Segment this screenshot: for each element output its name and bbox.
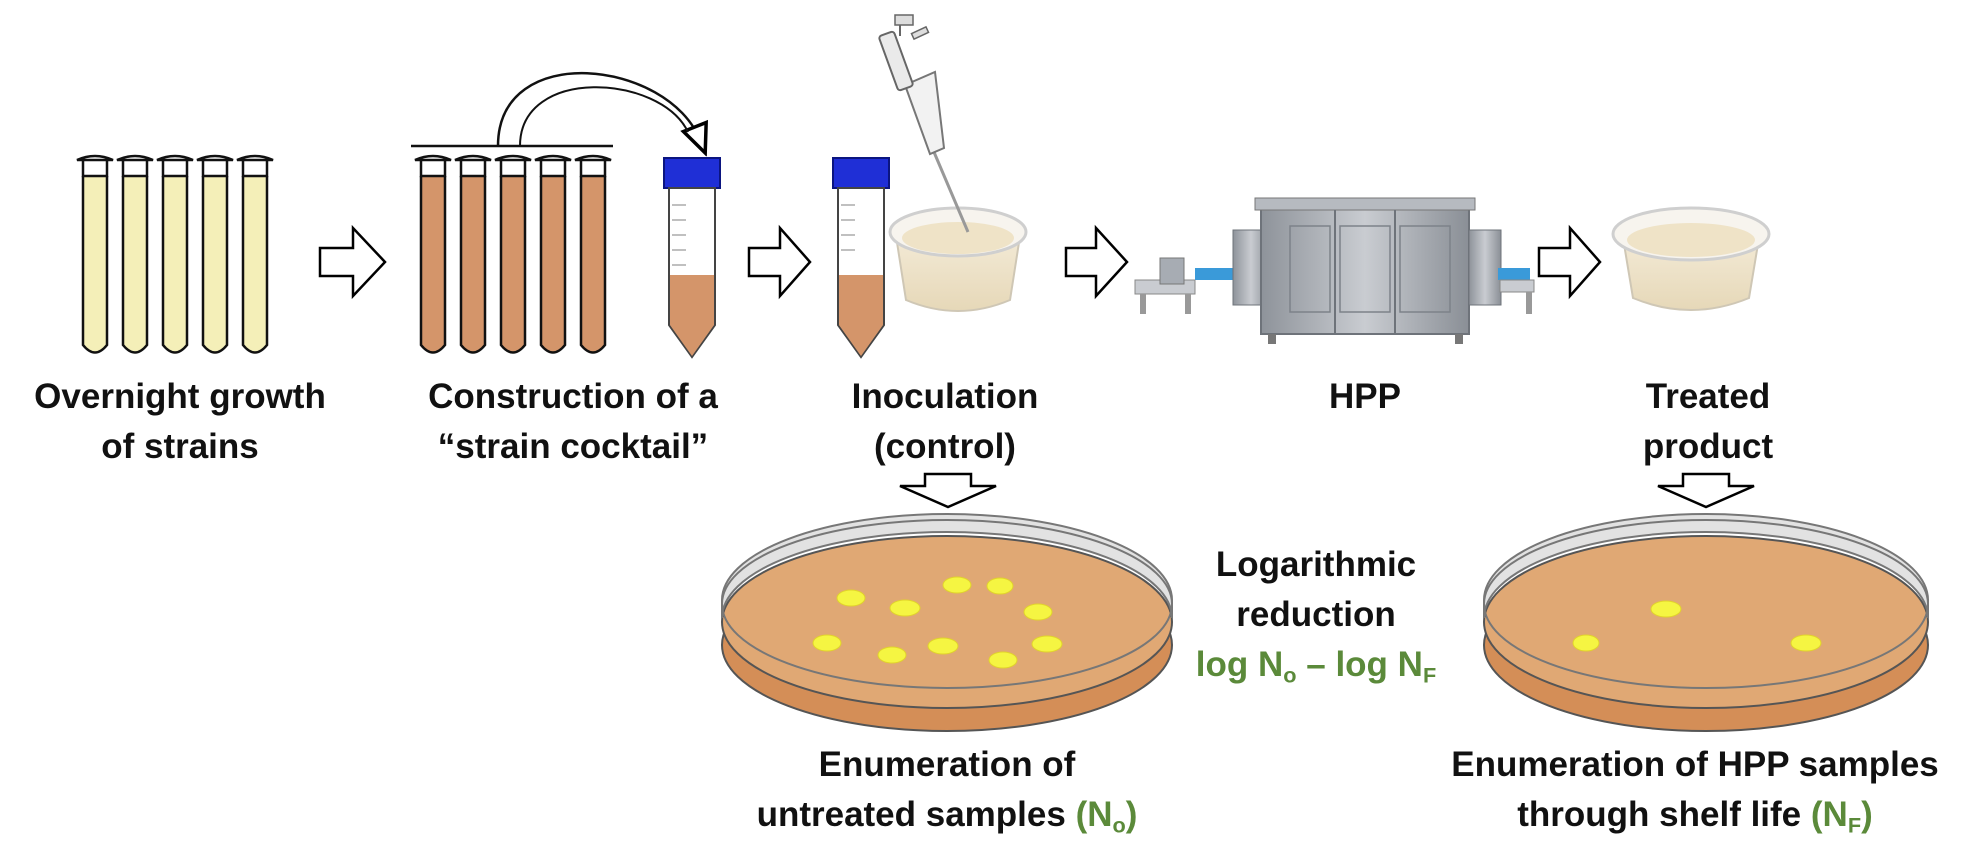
test-tube-icon (414, 154, 452, 354)
colony (942, 576, 972, 594)
step-label-hpp: HPP (1329, 377, 1401, 416)
test-tube-icon (116, 154, 154, 354)
food-cup-icon (1611, 206, 1771, 311)
test-tube-icon (534, 154, 572, 354)
n0-variable: (No) (1075, 795, 1138, 838)
test-tube-icon (574, 154, 612, 354)
colony (1790, 634, 1822, 652)
test-tube-icon (156, 154, 194, 354)
hpp-machine-icon (1134, 197, 1535, 344)
petri-dish-icon (721, 513, 1173, 732)
arrow-right-icon (318, 224, 387, 300)
enumeration-untreated-label: Enumeration of untreated samples (No) (756, 745, 1138, 838)
falcon-tube-icon (663, 157, 721, 359)
falcon-tube-icon (832, 157, 890, 359)
food-cup-icon (888, 206, 1028, 312)
arrow-right-icon (1064, 224, 1129, 300)
colony (927, 637, 959, 655)
colony (1572, 634, 1600, 652)
colony (889, 599, 921, 617)
test-tube-icon (196, 154, 234, 354)
colony (877, 646, 907, 664)
colonies-hpp (1572, 600, 1822, 652)
overnight-tubes (76, 154, 274, 354)
test-tube-icon (76, 154, 114, 354)
arrow-down-icon (899, 472, 997, 509)
colonies-untreated (812, 576, 1063, 669)
arrow-right-icon (1537, 224, 1602, 300)
nf-variable: (NF) (1810, 795, 1873, 838)
reduction-label: Logarithmic reduction log No – log NF (1166, 540, 1466, 690)
colony (988, 651, 1018, 669)
colony (836, 589, 866, 607)
step-label-inoculation: Inoculation (control) (851, 377, 1039, 466)
colony (1031, 635, 1063, 653)
pipette-icon (878, 14, 970, 233)
test-tube-icon (236, 154, 274, 354)
colony (986, 577, 1014, 595)
step-label-treated: Treated product (1642, 377, 1774, 466)
step-label-cocktail: Construction of a “strain cocktail” (428, 377, 718, 466)
reduction-formula: log No – log NF (1195, 645, 1437, 688)
pool-curve-arrow (496, 72, 700, 146)
arrow-right-icon (747, 224, 812, 300)
step-label-overnight: Overnight growth of strains (34, 377, 326, 466)
colony (1023, 603, 1053, 621)
colony (1650, 600, 1682, 618)
cocktail-tubes (414, 154, 612, 354)
test-tube-icon (454, 154, 492, 354)
petri-dish-icon (1483, 513, 1929, 732)
arrow-down-icon (1657, 472, 1755, 509)
test-tube-icon (494, 154, 532, 354)
colony (812, 634, 842, 652)
enumeration-hpp-label: Enumeration of HPP samples through shelf… (1451, 745, 1939, 838)
